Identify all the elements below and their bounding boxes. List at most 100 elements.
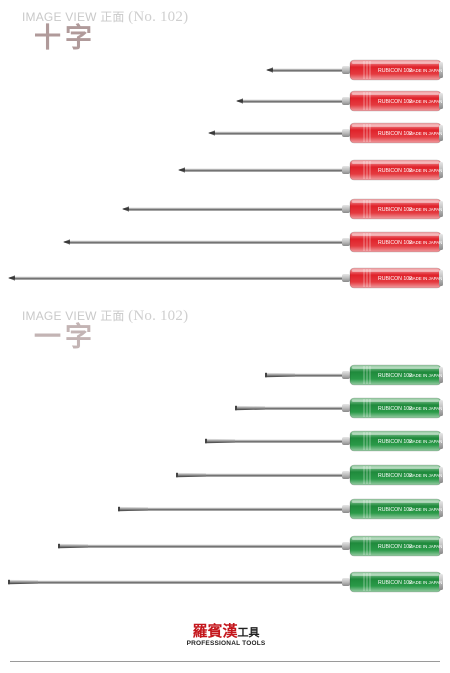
handle-highlight <box>352 573 439 576</box>
handle-end-cap <box>439 234 443 250</box>
section2-caption-model: (No. 102) <box>128 308 189 324</box>
slotted-tip-edge <box>118 506 120 512</box>
shaft <box>14 580 342 584</box>
handle-end-cap <box>439 62 443 78</box>
ferrule <box>342 166 350 174</box>
shaft <box>128 207 342 211</box>
handle-end-cap <box>439 367 443 383</box>
shaft <box>64 544 342 548</box>
handle-brand-label: RUBICON 102 <box>378 99 412 105</box>
brand-name-suffix: 工具 <box>237 626 260 639</box>
slotted-tip-edge <box>235 405 237 411</box>
handle-end-cap <box>439 467 443 483</box>
ferrule <box>342 274 350 282</box>
ferrule <box>342 66 350 74</box>
handle-end-cap <box>439 162 443 178</box>
handle-origin-label: MADE IN JAPAN <box>409 473 442 478</box>
handle-end-cap <box>439 125 443 141</box>
handle-end-cap <box>439 93 443 109</box>
section2-caption-text: IMAGE VIEW 正面 <box>22 309 125 323</box>
handle-brand-label: RUBICON 102 <box>378 207 412 213</box>
ferrule <box>342 542 350 550</box>
handle-highlight <box>352 366 439 369</box>
handle-origin-label: MADE IN JAPAN <box>409 131 442 136</box>
handle-origin-label: MADE IN JAPAN <box>409 68 442 73</box>
shaft <box>272 68 342 72</box>
handle-brand-label: RUBICON 102 <box>378 240 412 246</box>
brand-logo: 羅賓漢工具 PROFESSIONAL TOOLS <box>186 622 266 648</box>
ferrule <box>342 578 350 586</box>
brand-name-main: 羅賓漢 <box>192 622 238 640</box>
handle-brand-label: RUBICON 102 <box>378 168 412 174</box>
shaft <box>271 373 342 377</box>
ferrule <box>342 97 350 105</box>
handle-end-cap <box>439 574 443 590</box>
handle-brand-label: RUBICON 102 <box>378 544 412 550</box>
handle-brand-label: RUBICON 102 <box>378 439 412 445</box>
shaft <box>241 406 342 410</box>
shaft <box>242 99 342 103</box>
slotted-tip-edge <box>176 472 178 478</box>
ferrule <box>342 129 350 137</box>
shaft <box>124 507 342 511</box>
slotted-tip-edge <box>265 372 267 378</box>
ferrule <box>342 238 350 246</box>
handle-origin-label: MADE IN JAPAN <box>409 544 442 549</box>
shaft <box>182 473 342 477</box>
handle-highlight <box>352 161 439 164</box>
slotted-tip-edge <box>205 438 207 444</box>
slotted-tip <box>205 438 235 444</box>
handle-origin-label: MADE IN JAPAN <box>409 507 442 512</box>
slotted-tip <box>235 405 265 411</box>
ferrule <box>342 505 350 513</box>
handle-brand-label: RUBICON 102 <box>378 507 412 513</box>
handle-highlight <box>352 466 439 469</box>
shaft <box>184 168 342 172</box>
handle-brand-label: RUBICON 102 <box>378 580 412 586</box>
section1-title: 十字 <box>34 23 96 54</box>
handle-highlight <box>352 269 439 272</box>
ferrule <box>342 471 350 479</box>
handle-highlight <box>352 124 439 127</box>
handle-origin-label: MADE IN JAPAN <box>409 580 442 585</box>
shaft <box>69 240 342 244</box>
section1-caption: IMAGE VIEW 正面 (No. 102) <box>22 8 188 26</box>
footer-divider <box>10 661 440 662</box>
ferrule <box>342 205 350 213</box>
handle-brand-label: RUBICON 102 <box>378 276 412 282</box>
handle-end-cap <box>439 501 443 517</box>
handle-highlight <box>352 61 439 64</box>
handle-origin-label: MADE IN JAPAN <box>409 276 442 281</box>
handle-end-cap <box>439 201 443 217</box>
handle-brand-label: RUBICON 102 <box>378 68 412 74</box>
handle-origin-label: MADE IN JAPAN <box>409 240 442 245</box>
handle-highlight <box>352 233 439 236</box>
handle-end-cap <box>439 400 443 416</box>
shaft <box>14 276 342 280</box>
section1-caption-text: IMAGE VIEW 正面 <box>22 10 125 24</box>
ferrule <box>342 371 350 379</box>
handle-highlight <box>352 537 439 540</box>
section1-caption-model: (No. 102) <box>128 9 189 25</box>
handle-end-cap <box>439 270 443 286</box>
handle-origin-label: MADE IN JAPAN <box>409 207 442 212</box>
slotted-tip <box>265 372 295 378</box>
handle-brand-label: RUBICON 102 <box>378 473 412 479</box>
handle-origin-label: MADE IN JAPAN <box>409 373 442 378</box>
handle-origin-label: MADE IN JAPAN <box>409 439 442 444</box>
handle-end-cap <box>439 538 443 554</box>
handle-brand-label: RUBICON 102 <box>378 373 412 379</box>
